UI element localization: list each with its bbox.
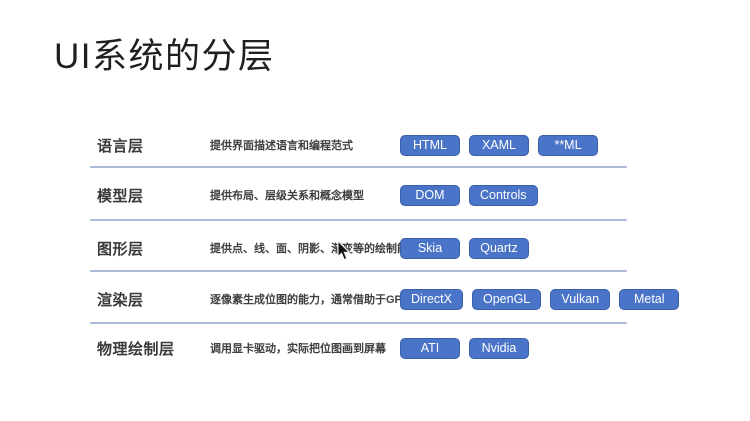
- layer-name: 模型层: [97, 187, 144, 205]
- tech-chip: DOM: [400, 184, 460, 206]
- mouse-cursor-icon: [337, 241, 351, 261]
- layer-name: 物理绘制层: [97, 340, 175, 358]
- layer-description: 提供界面描述语言和编程范式: [210, 140, 353, 152]
- layer-description: 调用显卡驱动，实际把位图画到屏幕: [210, 343, 386, 355]
- row-separator: [90, 219, 627, 221]
- tech-chip: Vulkan: [550, 288, 611, 310]
- tech-chip: XAML: [469, 134, 529, 156]
- layer-description: 提供布局、层级关系和概念模型: [210, 190, 364, 202]
- layer-description: 逐像素生成位图的能力，通常借助于GPU: [210, 294, 410, 306]
- tech-chip: HTML: [400, 134, 460, 156]
- layer-name: 图形层: [97, 240, 144, 258]
- tech-chip: Quartz: [469, 237, 529, 259]
- tech-chip: ATI: [400, 337, 460, 359]
- tech-chip-group: DirectX OpenGL Vulkan Metal: [400, 288, 710, 310]
- tech-chip-group: HTML XAML **ML: [400, 134, 710, 156]
- tech-chip: DirectX: [400, 288, 463, 310]
- tech-chip: Skia: [400, 237, 460, 259]
- tech-chip-group: DOM Controls: [400, 184, 710, 206]
- layer-row: 渲染层 逐像素生成位图的能力，通常借助于GPU DirectX OpenGL Vul…: [90, 277, 710, 321]
- tech-chip-group: ATI Nvidia: [400, 337, 710, 359]
- tech-chip: Controls: [469, 184, 538, 206]
- layer-row: 模型层 提供布局、层级关系和概念模型 DOM Controls: [90, 173, 710, 217]
- page-title: UI系统的分层: [54, 37, 275, 76]
- row-separator: [90, 322, 627, 324]
- tech-chip: Metal: [619, 288, 680, 310]
- tech-chip: Nvidia: [469, 337, 529, 359]
- layer-row: 图形层 提供点、线、面、阴影、渐变等的绘制能力 Skia Quartz: [90, 226, 710, 270]
- tech-chip-group: Skia Quartz: [400, 237, 710, 259]
- tech-chip: **ML: [538, 134, 598, 156]
- row-separator: [90, 270, 627, 272]
- layer-description: 提供点、线、面、阴影、渐变等的绘制能力: [210, 243, 419, 255]
- layer-name: 语言层: [97, 137, 144, 155]
- layer-row: 语言层 提供界面描述语言和编程范式 HTML XAML **ML: [90, 123, 710, 167]
- row-separator: [90, 166, 627, 168]
- layer-row: 物理绘制层 调用显卡驱动，实际把位图画到屏幕 ATI Nvidia: [90, 326, 710, 370]
- tech-chip: OpenGL: [471, 288, 542, 310]
- layer-name: 渲染层: [97, 291, 144, 309]
